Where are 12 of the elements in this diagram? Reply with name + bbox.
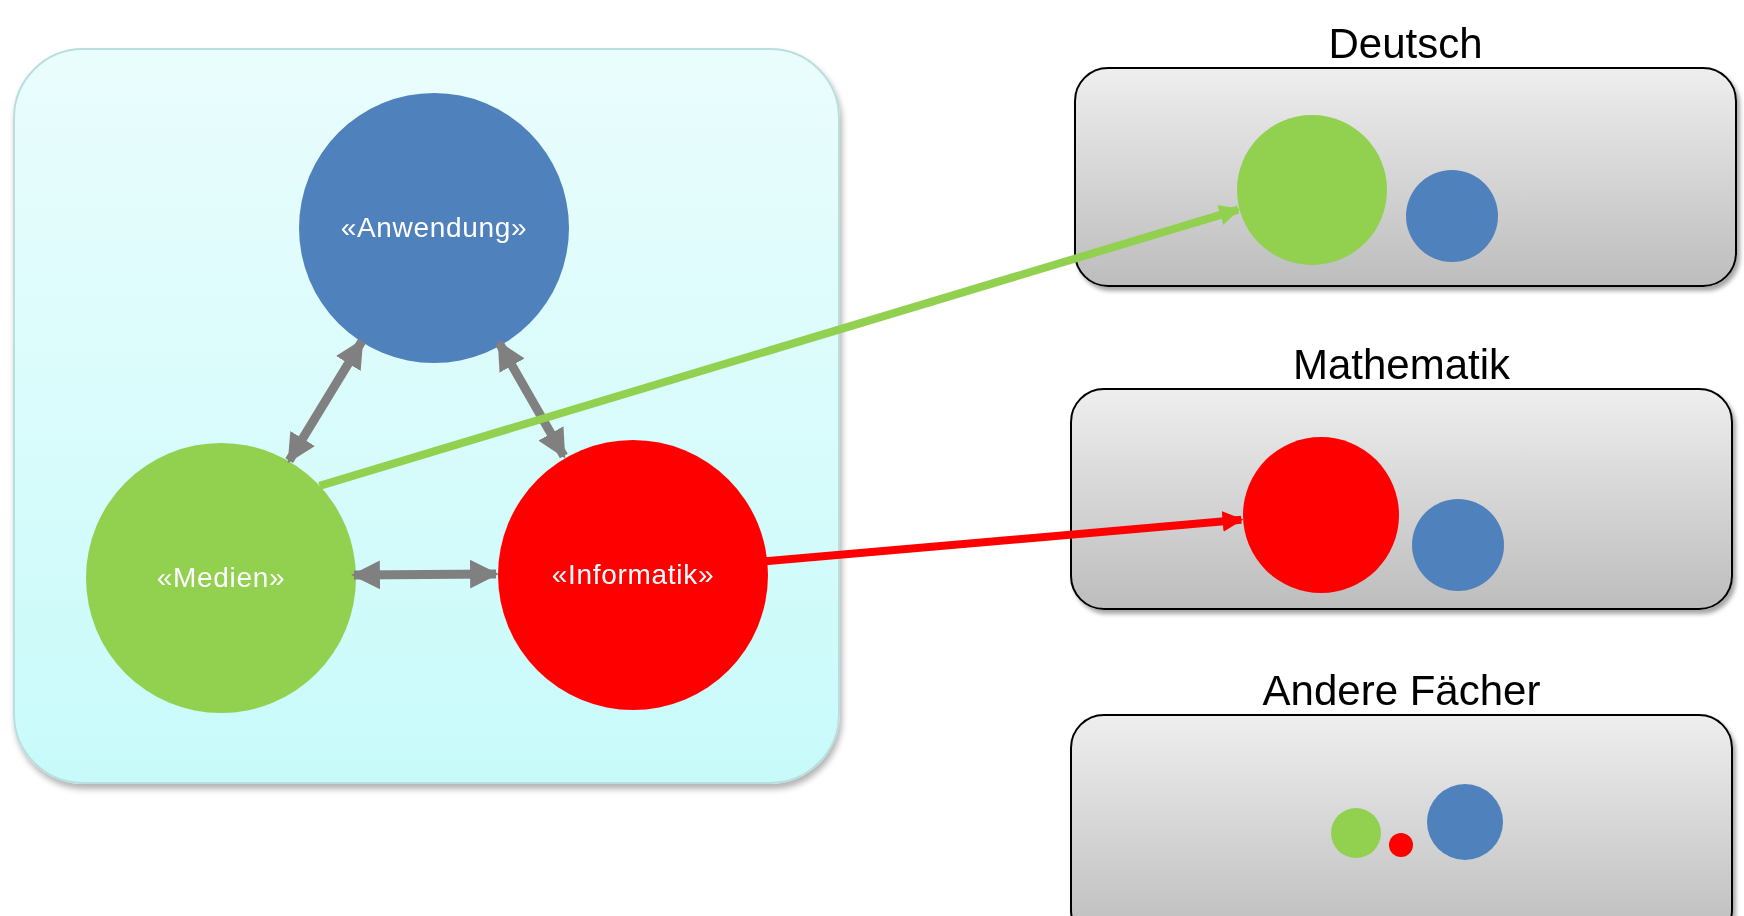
arrow xyxy=(495,340,568,459)
arrow xyxy=(318,205,1241,490)
arrow xyxy=(285,338,366,464)
subject-title: Mathematik xyxy=(1291,344,1512,386)
circle-label: «Informatik» xyxy=(551,558,715,592)
arrow xyxy=(351,559,499,590)
circle-label: «Medien» xyxy=(156,561,286,595)
subject-title: Deutsch xyxy=(1327,23,1484,65)
rounded-panel xyxy=(13,48,840,784)
arrow xyxy=(765,511,1244,566)
subject-title: Andere Fächer xyxy=(1261,670,1542,712)
circle-label: «Anwendung» xyxy=(340,211,528,245)
